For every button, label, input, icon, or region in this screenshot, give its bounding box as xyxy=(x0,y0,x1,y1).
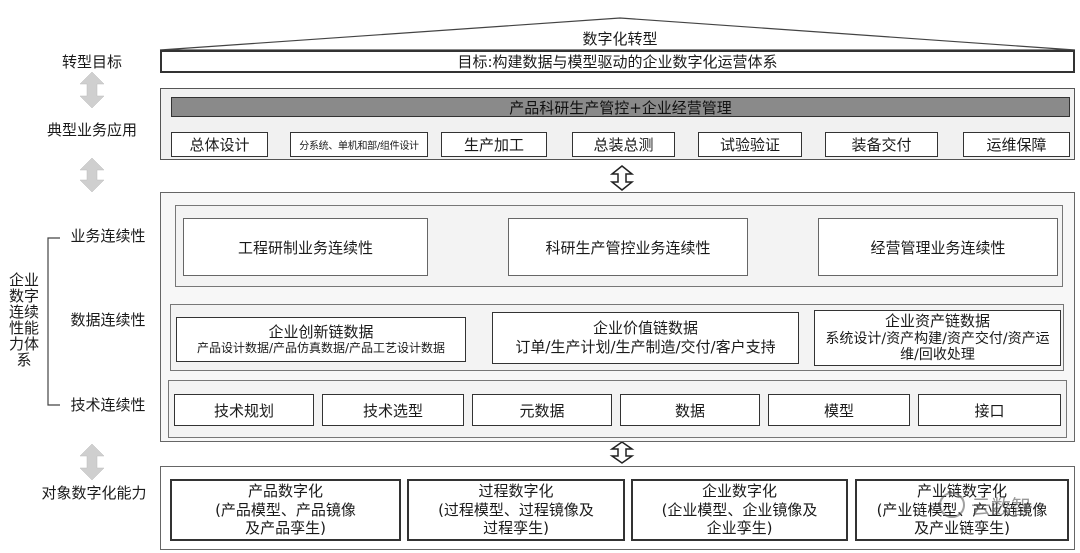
double-arrow-icon xyxy=(79,71,105,109)
object-enterprise-detail: (企业模型、企业镜像及企业孪生) xyxy=(661,500,818,538)
object-process: 过程数字化 (过程模型、过程镜像及过程孪生) xyxy=(407,479,625,541)
tech-data: 数据 xyxy=(620,394,760,426)
data-asset-title: 企业资产链数据 xyxy=(884,312,990,331)
step-assembly-test: 总装总测 xyxy=(572,132,675,157)
business-management: 经营管理业务连续性 xyxy=(818,218,1058,276)
object-industry-detail: (产业链模型、产业链镜像及产业链孪生) xyxy=(876,500,1048,538)
business-engineering: 工程研制业务连续性 xyxy=(183,218,428,276)
label-tech-continuity: 技术连续性 xyxy=(70,395,146,414)
step-overall-design: 总体设计 xyxy=(171,132,268,157)
object-product: 产品数字化 (产品模型、产品镜像及产品孪生) xyxy=(170,479,401,541)
tech-model: 模型 xyxy=(768,394,910,426)
tech-planning: 技术规划 xyxy=(174,394,314,426)
roof-label: 数字化转型 xyxy=(582,29,658,48)
tech-selection: 技术选型 xyxy=(322,394,464,426)
label-enterprise-capability: 企业数字连续性能力体系 xyxy=(8,271,39,369)
center-double-arrow-icon xyxy=(609,165,635,191)
object-product-title: 产品数字化 xyxy=(247,481,323,500)
tech-interface: 接口 xyxy=(918,394,1061,426)
label-typical-app: 典型业务应用 xyxy=(46,120,137,139)
data-innovation-chain: 企业创新链数据 产品设计数据/产品仿真数据/产品工艺设计数据 xyxy=(176,317,466,362)
application-banner: 产品科研生产管控+企业经营管理 xyxy=(171,97,1070,117)
data-value-chain: 企业价值链数据 订单/生产计划/生产制造/交付/客户支持 xyxy=(492,312,799,364)
tech-group xyxy=(168,380,1067,438)
data-value-title: 企业价值链数据 xyxy=(592,319,698,338)
label-business-continuity: 业务连续性 xyxy=(70,226,146,245)
object-enterprise-title: 企业数字化 xyxy=(701,481,777,500)
tech-metadata: 元数据 xyxy=(472,394,612,426)
step-operation-support: 运维保障 xyxy=(963,132,1070,157)
step-production: 生产加工 xyxy=(441,132,547,157)
label-object-capability: 对象数字化能力 xyxy=(41,483,147,502)
step-equipment-delivery: 装备交付 xyxy=(825,132,938,157)
continuity-bracket xyxy=(47,237,60,406)
data-innovation-detail: 产品设计数据/产品仿真数据/产品工艺设计数据 xyxy=(196,341,446,356)
goal-box: 目标:构建数据与模型驱动的企业数字化运营体系 xyxy=(160,50,1075,73)
double-arrow-icon xyxy=(79,157,105,193)
label-data-continuity: 数据连续性 xyxy=(70,310,146,329)
object-industry-title: 产业链数字化 xyxy=(916,481,1007,500)
data-value-detail: 订单/生产计划/生产制造/交付/客户支持 xyxy=(515,338,776,356)
object-enterprise: 企业数字化 (企业模型、企业镜像及企业孪生) xyxy=(631,479,848,541)
step-subsystem-design: 分系统、单机和部/组件设计 xyxy=(290,132,428,157)
label-transform-goal: 转型目标 xyxy=(61,52,122,71)
step-trial-verification: 试验验证 xyxy=(698,132,802,157)
data-asset-detail: 系统设计/资产构建/资产交付/资产运维/回收处理 xyxy=(825,330,1050,363)
data-innovation-title: 企业创新链数据 xyxy=(268,322,374,341)
center-double-arrow-icon xyxy=(609,441,635,464)
object-process-title: 过程数字化 xyxy=(478,481,554,500)
object-product-detail: (产品模型、产品镜像及产品孪生) xyxy=(215,500,356,538)
object-industry-chain: 产业链数字化 (产业链模型、产业链镜像及产业链孪生) xyxy=(855,479,1069,541)
data-asset-chain: 企业资产链数据 系统设计/资产构建/资产交付/资产运维/回收处理 xyxy=(814,310,1061,366)
double-arrow-icon xyxy=(79,443,105,481)
object-process-detail: (过程模型、过程镜像及过程孪生) xyxy=(438,500,594,538)
business-research-production: 科研生产管控业务连续性 xyxy=(508,218,748,276)
